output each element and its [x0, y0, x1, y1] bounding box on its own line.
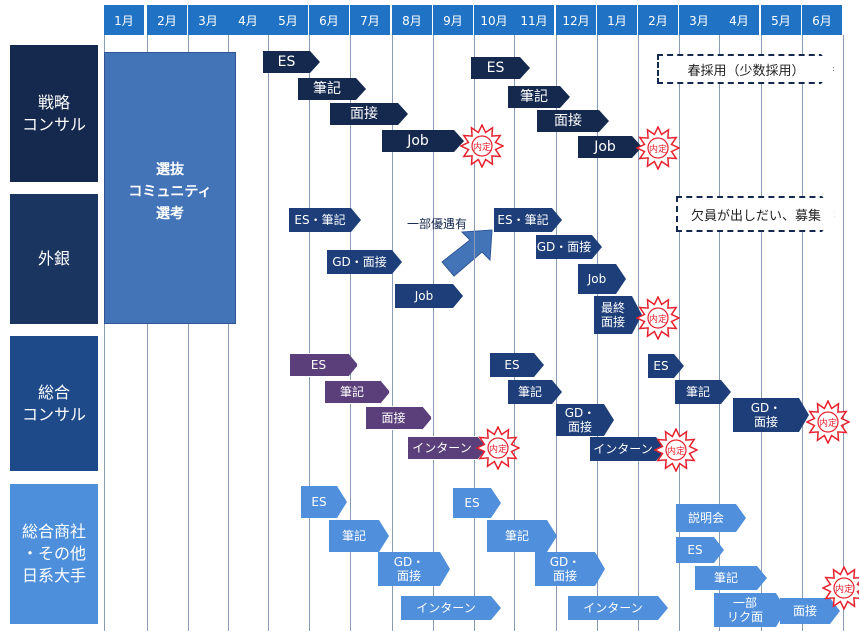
step-interview: 面接 [537, 110, 609, 132]
step-interview: 面接 [780, 598, 840, 624]
step-internship: インターン [590, 437, 666, 461]
month-header-cell: 10月 [474, 5, 515, 35]
step-internship: インターン [407, 436, 487, 460]
month-gridline [514, 35, 515, 631]
step-interview: 面接 [330, 103, 408, 125]
month-gridline [268, 35, 269, 631]
step-es: ES [453, 488, 501, 518]
month-header-cell: 2月 [147, 5, 188, 35]
month-header-cell: 4月 [228, 5, 269, 35]
step-written-test: 筆記 [329, 520, 389, 552]
row-label-foreign-bank: 外銀 [10, 194, 98, 324]
offer-stamp-text: 内定 [489, 443, 507, 455]
month-header-cell: 8月 [392, 5, 433, 35]
step-es: ES [676, 537, 724, 563]
step-written-test: 筆記 [487, 520, 557, 552]
month-header-cell: 4月 [719, 5, 760, 35]
month-gridline [761, 35, 762, 631]
step-job: Job [382, 130, 464, 152]
step-written-test: 筆記 [508, 380, 562, 404]
month-gridline [188, 35, 189, 631]
month-header-cell: 3月 [679, 5, 720, 35]
offer-stamp-text: 内定 [649, 313, 667, 325]
step-es: ES [289, 353, 358, 377]
step-es: ES [263, 51, 320, 73]
month-header-cell: 11月 [514, 5, 555, 35]
month-gridline [679, 35, 680, 631]
step-gd-interview: GD・面接 [327, 250, 402, 274]
offer-stamp-text: 内定 [649, 143, 667, 155]
month-gridline [350, 35, 351, 631]
offer-stamp-icon: 内定 [636, 126, 680, 170]
step-partial-recruiter-interview: 一部 リク面 [714, 593, 786, 627]
vacancy-note: 欠員が出しだい、募集 [676, 196, 836, 232]
month-header-cell: 12月 [556, 5, 597, 35]
step-written-test: 筆記 [695, 566, 767, 590]
step-gd-interview: GD・面接 [536, 235, 602, 259]
selection-community-box: 選抜 コミュニティ 選考 [104, 52, 236, 324]
month-header-cell: 1月 [597, 5, 638, 35]
priority-note: 一部優遇有 [407, 217, 468, 231]
month-gridline [433, 35, 434, 631]
month-header-cell: 5月 [268, 5, 309, 35]
offer-stamp-text: 内定 [835, 583, 853, 595]
step-final-interview: 最終 面接 [594, 296, 642, 334]
month-header-cell: 2月 [638, 5, 679, 35]
offer-stamp-text: 内定 [819, 417, 837, 429]
step-es: ES [471, 57, 530, 79]
step-written-test: 筆記 [298, 78, 366, 100]
offer-stamp-text: 内定 [473, 141, 491, 153]
offer-stamp-icon: 内定 [654, 428, 698, 472]
offer-stamp-text: 内定 [667, 445, 685, 457]
row-label-strategy-consulting: 戦略 コンサル [10, 45, 98, 182]
month-header-cell: 7月 [350, 5, 391, 35]
month-gridline [843, 35, 844, 631]
offer-stamp-icon: 内定 [806, 400, 850, 444]
step-es: ES [490, 353, 544, 377]
month-gridline [392, 35, 393, 631]
row-label-trading-company: 総合商社 ・その他 日系大手 [10, 484, 98, 624]
month-header-cell: 6月 [802, 5, 843, 35]
month-gridline [309, 35, 310, 631]
month-gridline [638, 35, 639, 631]
step-job: Job [395, 284, 463, 308]
step-es-written: ES・筆記 [289, 208, 361, 232]
step-job: Job [578, 136, 642, 158]
step-gd-interview: GD・ 面接 [733, 398, 809, 432]
month-gridline [719, 35, 720, 631]
offer-stamp-icon: 内定 [460, 124, 504, 168]
step-es: ES [301, 486, 347, 518]
step-written-test: 筆記 [508, 86, 570, 108]
offer-stamp-icon: 内定 [636, 296, 680, 340]
step-gd-interview: GD・ 面接 [535, 552, 605, 586]
month-gridline [228, 35, 229, 631]
month-gridline [104, 35, 105, 631]
step-internship: インターン [568, 596, 668, 620]
month-gridline [556, 35, 557, 631]
row-label-general-consulting: 総合 コンサル [10, 336, 98, 471]
step-interview: 面接 [365, 406, 432, 430]
step-es-written: ES・筆記 [494, 208, 562, 232]
month-header-cell: 3月 [188, 5, 229, 35]
step-gd-interview: GD・ 面接 [378, 552, 450, 586]
step-briefing: 説明会 [676, 504, 746, 532]
month-gridline [802, 35, 803, 631]
step-job: Job [578, 264, 626, 294]
month-header-cell: 5月 [761, 5, 802, 35]
offer-stamp-icon: 内定 [822, 566, 859, 610]
offer-stamp-icon: 内定 [476, 426, 520, 470]
step-internship: インターン [401, 596, 501, 620]
month-gridline [147, 35, 148, 631]
step-written-test: 筆記 [324, 380, 390, 404]
month-header-cell: 1月 [104, 5, 145, 35]
step-gd-interview: GD・ 面接 [556, 404, 614, 436]
spring-hiring-note: 春採用（少数採用） [657, 54, 835, 84]
month-header-cell: 9月 [433, 5, 474, 35]
month-header-cell: 6月 [309, 5, 350, 35]
step-written-test: 筆記 [675, 380, 731, 404]
month-gridline [474, 35, 475, 631]
